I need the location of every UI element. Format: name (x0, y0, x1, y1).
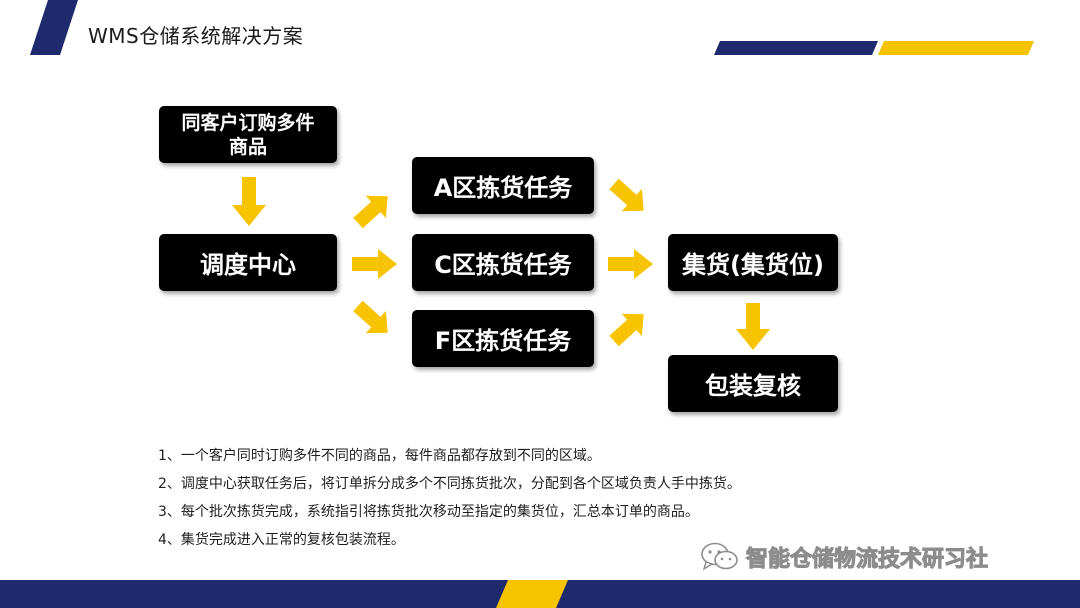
watermark: 智能仓储物流技术研习社 (700, 541, 989, 573)
wechat-icon (701, 542, 738, 571)
order-box-line2: 商品 (228, 135, 267, 158)
watermark-text: 智能仓储物流技术研习社 (745, 547, 989, 573)
consolidation-label: 集货(集货位) (682, 251, 824, 279)
note-item: 2、调度中心获取任务后，将订单拆分成多个不同拣货批次，分配到各个区域负责人手中拣… (158, 476, 741, 492)
pick-task-a-label: A区拣货任务 (433, 174, 573, 202)
page-title: WMS仓储系统解决方案 (88, 24, 304, 48)
arrow-dispatch-to-c-icon (352, 249, 397, 279)
dispatch-center-box: 调度中心 (159, 234, 337, 291)
pick-task-f-box: F区拣货任务 (412, 310, 594, 367)
arrow-c-to-consolidation-icon (608, 249, 653, 279)
pack-check-label: 包装复核 (705, 372, 801, 400)
note-item: 3、每个批次拣货完成，系统指引将拣货批次移动至指定的集货位，汇总本订单的商品。 (158, 504, 699, 520)
header-decoration (30, 0, 1034, 55)
arrow-f-to-consolidation-icon (609, 313, 644, 347)
order-box: 同客户订购多件 商品 (159, 106, 337, 163)
pick-task-a-box: A区拣货任务 (412, 157, 594, 214)
arrow-dispatch-to-a-icon (353, 195, 388, 228)
note-item: 4、集货完成进入正常的复核包装流程。 (158, 532, 405, 548)
order-box-line1: 同客户订购多件 (181, 111, 315, 134)
note-item: 1、一个客户同时订购多件不同的商品，每件商品都存放到不同的区域。 (158, 448, 601, 464)
pack-check-box: 包装复核 (668, 355, 838, 412)
notes-list: 1、一个客户同时订购多件不同的商品，每件商品都存放到不同的区域。 2、调度中心获… (158, 442, 741, 554)
arrow-dispatch-to-f-icon (353, 300, 388, 334)
pick-task-c-label: C区拣货任务 (434, 251, 572, 279)
footer-band (0, 580, 1080, 608)
arrow-order-to-dispatch-icon (232, 177, 266, 226)
pick-task-f-label: F区拣货任务 (434, 327, 572, 355)
arrow-a-to-consolidation-icon (609, 178, 644, 212)
pick-task-c-box: C区拣货任务 (412, 234, 594, 291)
consolidation-box: 集货(集货位) (668, 234, 838, 291)
arrow-consolidation-to-pack-icon (736, 303, 770, 350)
dispatch-center-label: 调度中心 (200, 251, 296, 279)
